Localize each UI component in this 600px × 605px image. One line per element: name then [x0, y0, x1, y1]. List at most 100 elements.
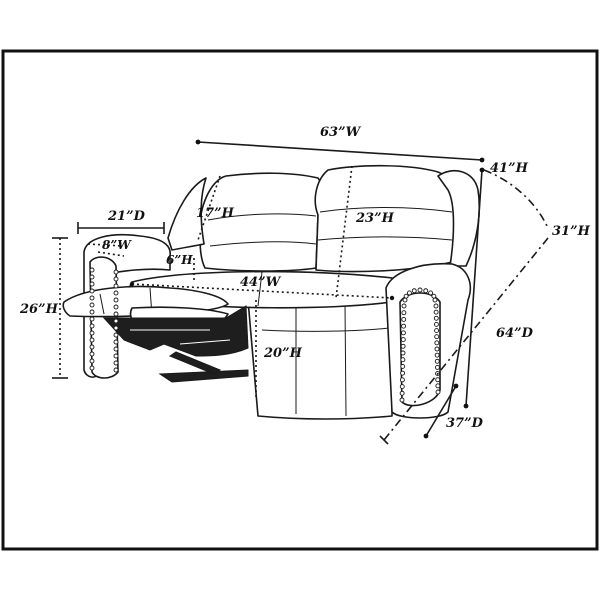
- nailhead: [89, 295, 95, 301]
- label-overall-height: 41”H: [490, 161, 529, 176]
- nailhead: [113, 353, 119, 359]
- label-arm-height: 26”H: [19, 302, 59, 317]
- left-back-cushion: [199, 172, 325, 272]
- nailhead: [113, 318, 119, 324]
- reclined-depth-line: [383, 237, 549, 441]
- seat-width-line: [131, 283, 393, 299]
- nailhead: [113, 360, 119, 366]
- nailhead: [399, 390, 405, 396]
- right-back-pillow: [437, 169, 481, 267]
- reclined-height-arc: [483, 169, 549, 229]
- label-seat-width: 44”W: [240, 275, 282, 290]
- nailhead: [434, 340, 440, 346]
- nailhead: [89, 309, 95, 315]
- nailhead: [433, 321, 439, 327]
- nailhead: [89, 302, 95, 308]
- nailhead: [433, 315, 439, 321]
- dimension-labels: 63”W 41”H 31”H 64”D 37”D 21”D 8”W 26”H 1…: [19, 125, 591, 431]
- nailhead: [432, 297, 438, 303]
- nailhead: [400, 343, 406, 349]
- nailhead: [113, 276, 119, 282]
- nailhead: [401, 303, 407, 309]
- overall-height-line: [465, 169, 483, 407]
- nailhead: [434, 346, 440, 352]
- label-cushion-height: 6”H: [166, 253, 193, 267]
- nailhead: [401, 310, 407, 316]
- nailhead: [401, 316, 407, 322]
- label-seat-height: 20”H: [263, 346, 303, 361]
- nailhead: [89, 344, 95, 350]
- label-back-height: 23”H: [355, 211, 395, 226]
- right-arm-face: [399, 292, 441, 407]
- depth-line: [425, 385, 457, 437]
- arm-width-line: [87, 243, 123, 247]
- back-height-line: [335, 165, 353, 299]
- diagram-border: [1, 49, 599, 551]
- nailhead: [113, 269, 119, 275]
- dimension-lines: [52, 139, 549, 445]
- label-back-side-height: 17”H: [196, 206, 235, 221]
- nailhead: [89, 358, 95, 364]
- nailhead: [417, 287, 423, 293]
- left-back-side: [167, 177, 207, 251]
- nailhead: [89, 351, 95, 357]
- nailhead: [400, 350, 406, 356]
- nailhead: [435, 383, 441, 389]
- nailhead: [113, 304, 119, 310]
- nailhead: [399, 384, 405, 390]
- nailhead: [434, 352, 440, 358]
- nailhead: [89, 288, 95, 294]
- nailhead: [113, 346, 119, 352]
- nailhead: [89, 323, 95, 329]
- label-overall-width: 63”W: [320, 125, 362, 140]
- nailhead: [400, 330, 406, 336]
- nailhead: [113, 339, 119, 345]
- nailhead: [400, 357, 406, 363]
- nailhead: [113, 325, 119, 331]
- nailhead: [113, 283, 119, 289]
- nailhead: [113, 290, 119, 296]
- nailhead: [113, 332, 119, 338]
- nailhead: [89, 330, 95, 336]
- nailhead: [434, 358, 440, 364]
- nailhead: [89, 316, 95, 322]
- label-arm-width: 8”W: [102, 238, 132, 252]
- recliner-mechanism: [102, 305, 249, 357]
- nailhead: [89, 274, 95, 280]
- nailhead: [113, 297, 119, 303]
- nailhead: [434, 364, 440, 370]
- nailhead: [435, 389, 441, 395]
- nailhead: [400, 363, 406, 369]
- nailhead: [113, 311, 119, 317]
- nailhead-trim: [89, 267, 441, 403]
- nailhead: [433, 309, 439, 315]
- label-reclined-height: 31”H: [552, 224, 591, 239]
- nailhead: [401, 323, 407, 329]
- label-depth: 37”D: [446, 416, 484, 431]
- nailhead: [89, 267, 95, 273]
- nailhead: [400, 370, 406, 376]
- nailhead: [433, 303, 439, 309]
- nailhead: [411, 288, 417, 294]
- nailhead: [399, 377, 405, 383]
- nailhead: [89, 337, 95, 343]
- nailhead: [434, 334, 440, 340]
- nailhead: [403, 293, 409, 299]
- label-arm-depth: 21”D: [107, 209, 146, 224]
- nailhead: [428, 290, 434, 296]
- label-reclined-depth: 64”D: [496, 326, 534, 341]
- nailhead: [399, 397, 405, 403]
- nailhead: [423, 288, 429, 294]
- loveseat-drawing: [62, 164, 481, 420]
- nailhead: [406, 290, 412, 296]
- nailhead: [434, 328, 440, 334]
- back-side-height-line: [197, 175, 221, 241]
- nailhead: [435, 377, 441, 383]
- nailhead: [113, 367, 119, 373]
- nailhead: [89, 365, 95, 371]
- overall-width-line: [197, 141, 483, 161]
- nailhead: [89, 281, 95, 287]
- nailhead: [400, 337, 406, 343]
